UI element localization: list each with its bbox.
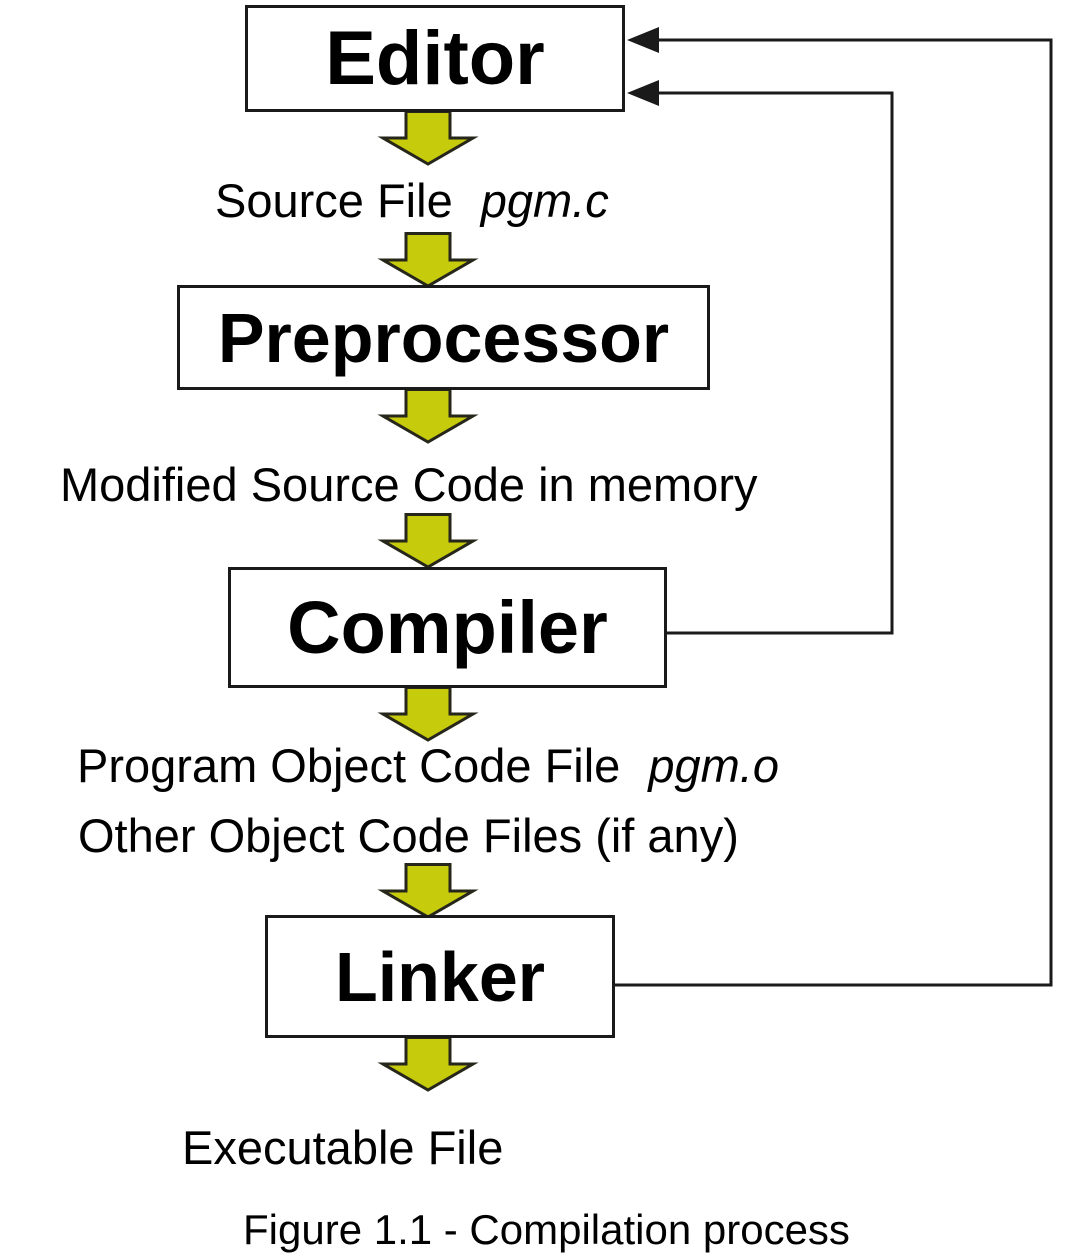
source-file-name: pgm.c: [480, 174, 609, 227]
label-executable-file-text: Executable File: [182, 1121, 504, 1174]
down-arrow-icon: [381, 863, 475, 919]
arrowhead-left-icon: [627, 80, 659, 106]
label-source-file-text: Source File: [215, 174, 453, 227]
node-preprocessor: Preprocessor: [177, 285, 710, 390]
node-linker: Linker: [265, 915, 615, 1038]
node-linker-label: Linker: [334, 937, 546, 1016]
node-compiler: Compiler: [228, 567, 667, 688]
down-arrow-icon: [381, 686, 475, 742]
node-preprocessor-label: Preprocessor: [217, 298, 670, 377]
label-modified-source: Modified Source Code in memory: [60, 458, 757, 512]
node-editor-label: Editor: [325, 16, 545, 101]
down-arrow-icon: [381, 513, 475, 569]
down-arrow-icon: [381, 232, 475, 288]
down-arrow-icon: [381, 388, 475, 444]
label-program-object-code-text: Program Object Code File: [77, 739, 621, 792]
label-other-object-code-text: Other Object Code Files (if any): [78, 809, 739, 862]
arrowhead-left-icon: [627, 27, 659, 53]
label-executable-file: Executable File: [182, 1121, 503, 1175]
label-modified-source-text: Modified Source Code in memory: [60, 458, 758, 511]
object-file-name: pgm.o: [648, 739, 779, 792]
connector-linker-to-editor: [615, 38, 1053, 987]
node-compiler-label: Compiler: [287, 586, 608, 669]
label-program-object-code: Program Object Code File pgm.o: [77, 739, 779, 793]
node-editor: Editor: [245, 5, 625, 112]
diagram-connectors-layer: [381, 27, 1053, 1092]
down-arrow-icon: [381, 1036, 475, 1092]
connector-compiler-to-editor: [655, 91, 894, 635]
label-other-object-code: Other Object Code Files (if any): [78, 809, 739, 863]
down-arrow-icon: [381, 110, 475, 166]
compilation-flow-diagram: Editor Preprocessor Compiler Linker Sour…: [60, 5, 1053, 1253]
label-source-file: Source File pgm.c: [215, 174, 609, 228]
figure-caption: Figure 1.1 - Compilation process: [243, 1206, 850, 1253]
